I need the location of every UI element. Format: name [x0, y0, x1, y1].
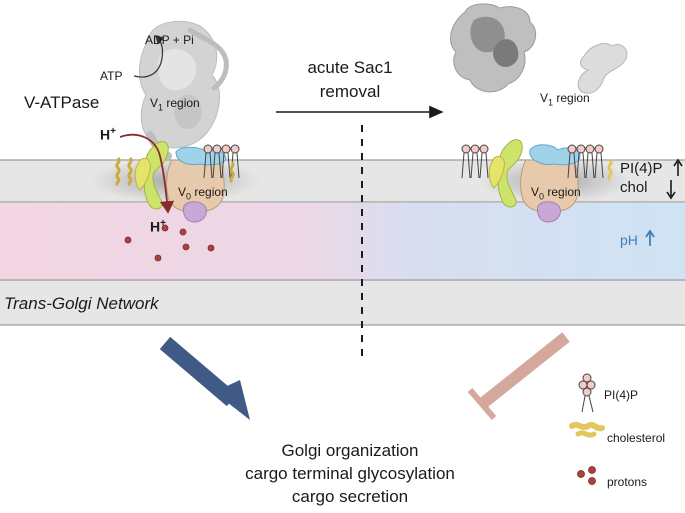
inhibition-arrow [467, 332, 570, 420]
v0-subscript: 0 [539, 191, 545, 202]
lower-membrane-band [0, 280, 685, 325]
lumen-band [0, 203, 685, 280]
chol-right-label: chol [620, 179, 648, 196]
acute-line-2: removal [319, 82, 381, 101]
h-plus-bottom-label: H+ [150, 218, 166, 235]
pi4p-right-label: PI(4)P [620, 160, 663, 177]
v1-region-label-left: V1 region [150, 96, 200, 112]
ph-increase-arrow [645, 229, 655, 246]
v0-subscript: 0 [186, 191, 192, 202]
h-letter: H [100, 126, 111, 143]
atp-label: ATP [100, 69, 123, 83]
lipids-left [115, 144, 240, 187]
outcome-golgi-organization: Golgi organization [281, 441, 419, 460]
v1-letter: V [150, 96, 159, 110]
atp-hydrolysis-arrow [133, 35, 165, 78]
v1-domain-released [450, 3, 628, 94]
v1-region-label-right: V1 region [540, 91, 590, 107]
promotes-arrow [159, 336, 250, 420]
pi4p-increase-arrow [673, 158, 683, 176]
v0-region-label-left: V0 region [178, 185, 228, 201]
legend-protons-icon [577, 466, 596, 485]
legend-pi4p-icon [578, 373, 596, 413]
trans-golgi-network-label: Trans-Golgi Network [4, 294, 159, 313]
h-letter: H [150, 218, 161, 235]
plus-superscript: + [110, 126, 116, 137]
v1-suffix: region [553, 91, 590, 105]
v1-suffix: region [163, 96, 200, 110]
legend-pi4p-label: PI(4)P [604, 388, 639, 402]
legend-cholesterol-icon [569, 421, 605, 438]
legend-cholesterol-label: cholesterol [607, 431, 666, 445]
v0-letter: V [531, 185, 540, 199]
proton-pump-arrow [119, 133, 175, 214]
h-plus-top-label: H+ [100, 126, 116, 143]
stator-subunit-left [134, 141, 169, 210]
chol-decrease-arrow [666, 180, 676, 200]
v0-region-label-right: V0 region [531, 185, 581, 201]
adp-pi-label: ADP + Pi [145, 33, 194, 47]
stator-subunit-right [488, 139, 523, 208]
lipids-right [461, 144, 613, 182]
v1-subscript: 1 [158, 102, 164, 113]
outcome-glycosylation: cargo terminal glycosylation [245, 464, 455, 483]
v-atpase-label: V-ATPase [24, 93, 100, 112]
v0-domain-right [520, 144, 581, 223]
protons-lumen [124, 224, 215, 262]
v1-letter: V [540, 91, 549, 105]
v0-suffix: region [544, 185, 581, 199]
v0-suffix: region [191, 185, 228, 199]
legend-protons-label: protons [607, 475, 648, 489]
v0-domain-left [166, 146, 227, 223]
v0-letter: V [178, 185, 187, 199]
outcome-secretion: cargo secretion [291, 487, 409, 506]
acute-line-1: acute Sac1 [307, 58, 393, 77]
v1-subscript: 1 [548, 97, 554, 108]
ph-label: pH [620, 232, 638, 248]
acute-sac1-label: acute Sac1 removal [290, 56, 410, 104]
plus-superscript: + [160, 218, 166, 229]
